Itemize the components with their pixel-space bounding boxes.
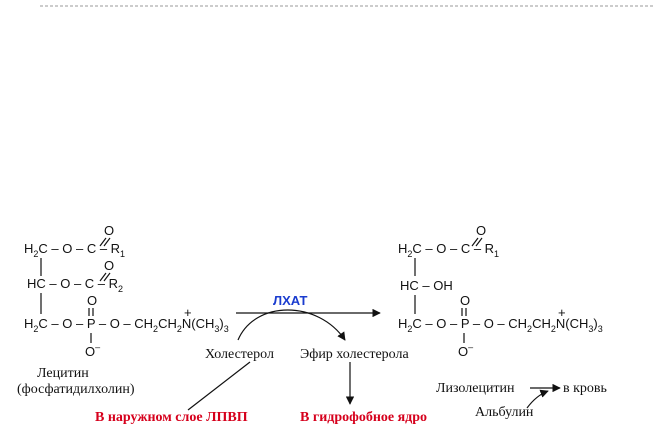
to-blood-label: в кровь	[563, 381, 607, 396]
lecithin-row1: H2C – O – C – R1	[24, 241, 125, 259]
reaction-arrow-group: ЛХАТ Холестерол Эфир холестерола В наруж…	[95, 293, 427, 425]
albumin-label: Альбулин	[475, 405, 534, 420]
albumin-arrow	[526, 389, 549, 409]
lysolecithin-row2: HC – OH	[400, 278, 453, 293]
lysolecithin-row3: H2C – O – P – O – CH2CH2N(CH3)3	[398, 316, 603, 334]
lecithin-label: Лецитин	[37, 366, 89, 381]
lysolecithin-row1: H2C – O – C – R1	[398, 241, 499, 259]
right-phosphate-oxygen-minus: O–	[458, 342, 473, 359]
phosphate-oxygen-top: O	[87, 293, 97, 308]
hydrophobic-core-note: В гидрофобное ядро	[300, 410, 427, 425]
right-carbonyl-oxygen: O	[476, 223, 486, 238]
phosphatidylcholine-label: (фосфатидилхолин)	[17, 382, 135, 397]
cholesterol-label: Холестерол	[205, 347, 274, 362]
right-phosphate-oxygen-top: O	[460, 293, 470, 308]
lysolecithin-structure: O H2C – O – C – R1 HC – OH O H2C – O – P…	[398, 223, 607, 420]
cholesterol-ester-label: Эфир холестерола	[300, 347, 409, 362]
lecithin-row2: HC – O – C – R2	[27, 276, 123, 294]
carbonyl-oxygen-1: O	[104, 223, 114, 238]
phosphate-oxygen-minus: O–	[85, 342, 100, 359]
carbonyl-oxygen-2: O	[104, 258, 114, 273]
right-positive-charge: +	[558, 305, 566, 320]
lecithin-row3: H2C – O – P – O – CH2CH2N(CH3)3	[24, 316, 229, 334]
lecithin-structure: O H2C – O – C – R1 O HC – O – C – R2 O H…	[17, 223, 229, 397]
lysolecithin-label: Лизолецитин	[436, 381, 515, 396]
outer-layer-note: В наружном слое ЛПВП	[95, 410, 248, 425]
outer-layer-pointer	[187, 361, 251, 411]
cholesterol-curve-arrow	[237, 309, 346, 341]
positive-charge: +	[184, 305, 192, 320]
enzyme-label: ЛХАТ	[273, 293, 308, 308]
